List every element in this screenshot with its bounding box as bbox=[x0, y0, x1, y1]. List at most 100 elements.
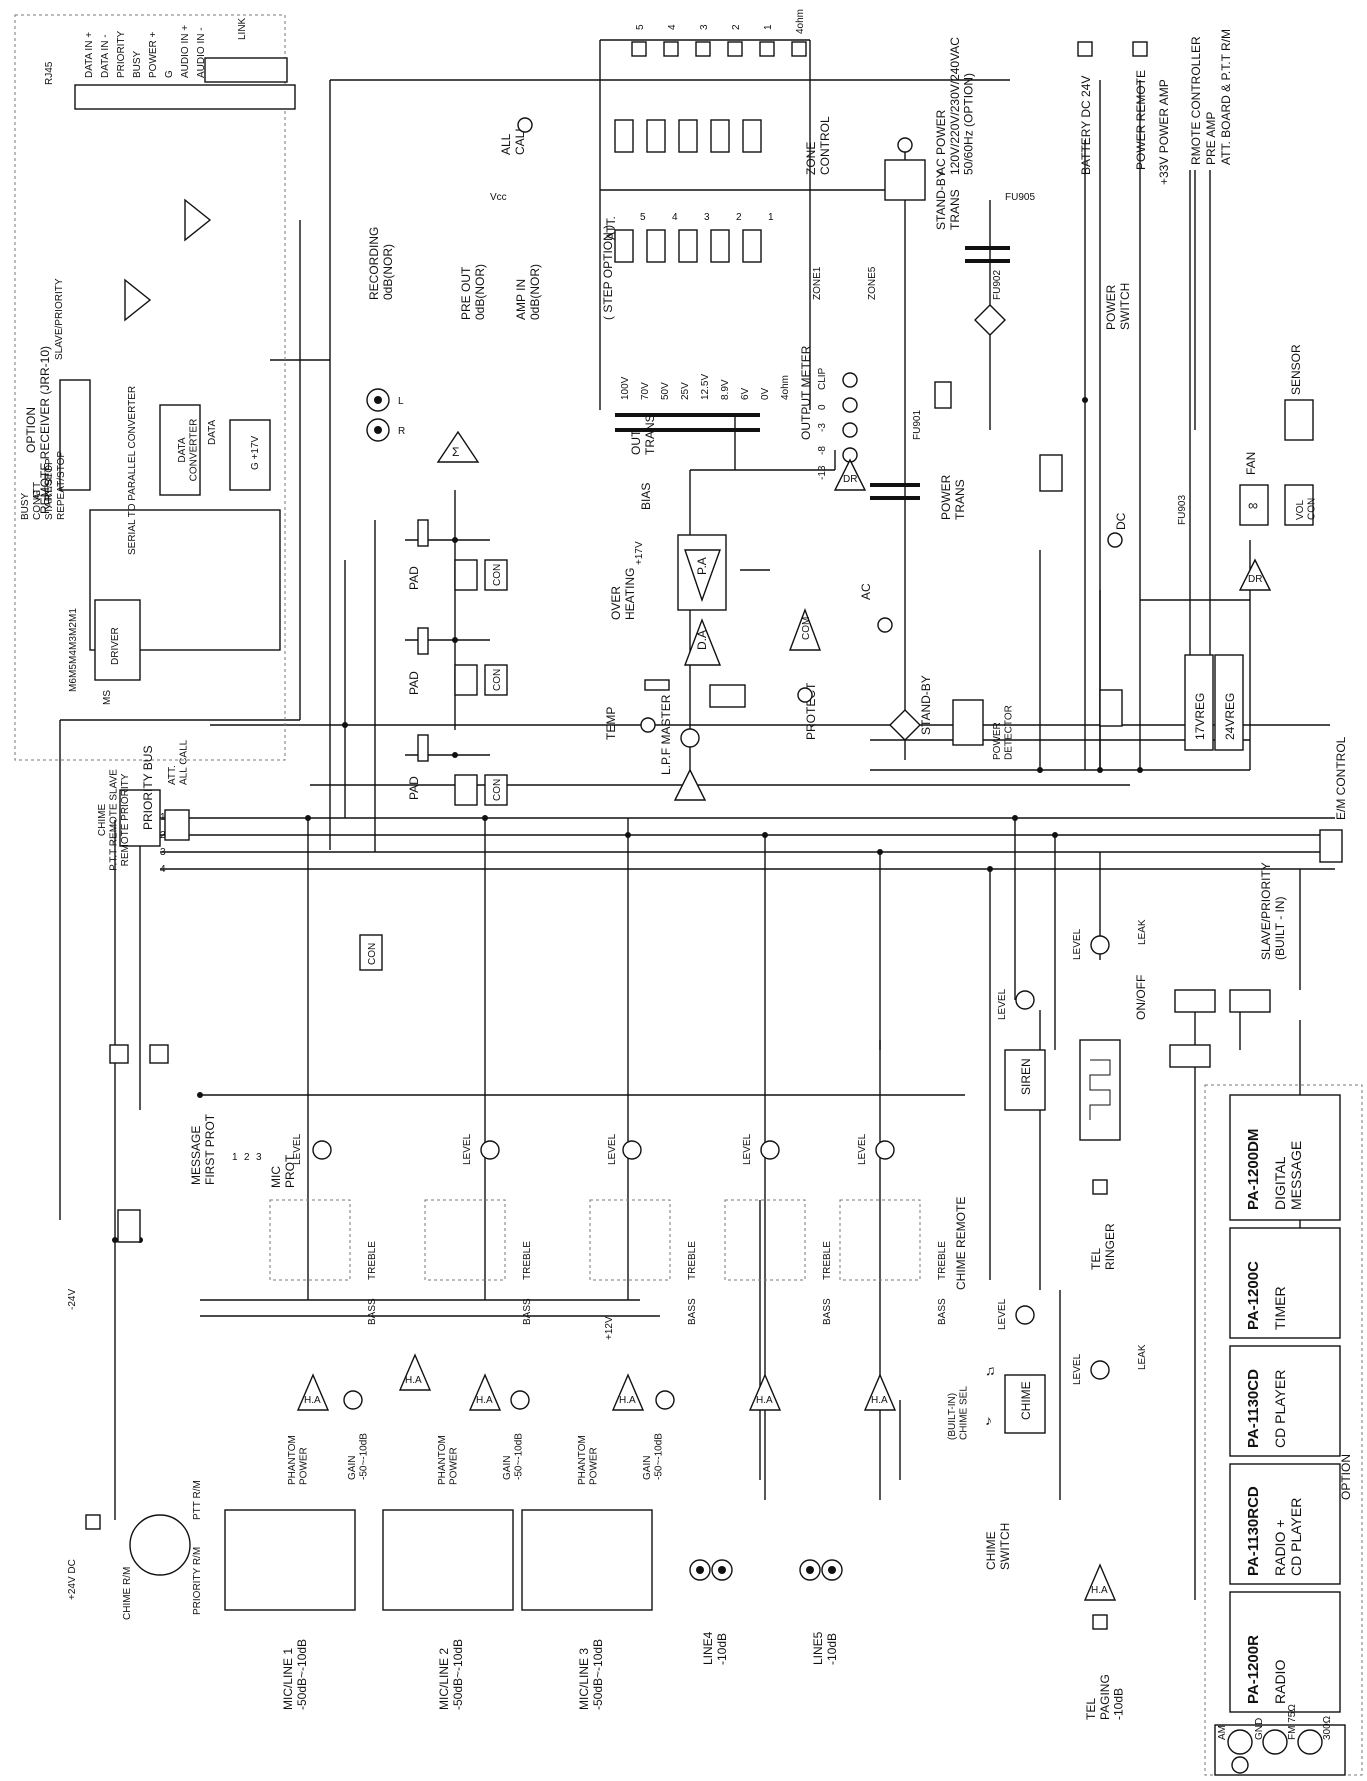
chime-rm-label: CHIME R/M bbox=[122, 1567, 133, 1620]
rj45-label: RJ45 bbox=[44, 61, 55, 85]
mic-prot-block: MICPROT 1 2 3 MESSAGEFIRST PROT bbox=[109, 1044, 297, 1243]
over-heating-label: OVERHEATING bbox=[609, 568, 637, 620]
ringer-icon bbox=[1089, 1059, 1111, 1120]
ha-label: H.A bbox=[405, 1375, 422, 1386]
meter-level: 0 bbox=[817, 404, 828, 410]
output-meter-label: OUTPUT METER bbox=[799, 345, 813, 440]
chime-sel-label: (BUILT-IN)CHIME SEL bbox=[947, 1386, 970, 1440]
pin-label: AUDIO IN + bbox=[180, 25, 191, 78]
power-amp-chain: DR +17V BIAS P.A D.A COM OVERHEATING TEM… bbox=[604, 458, 867, 801]
antenna-gnd: GND bbox=[1254, 1718, 1265, 1740]
data-converter-label: DATACONVERTER bbox=[177, 419, 200, 482]
level-label: LEVEL bbox=[1072, 928, 1083, 960]
reg17-label: 17VREG bbox=[1193, 693, 1207, 740]
leak-label: LEAK bbox=[1137, 919, 1148, 945]
vol-con-label: VOLCON bbox=[1295, 498, 1318, 520]
ha-label: H.A bbox=[619, 1395, 636, 1406]
pin-label: PRIORITY bbox=[116, 30, 127, 78]
ac-power-label: AC POWER120V/220V/230V/240VAC50/60Hz (OP… bbox=[934, 37, 976, 175]
data-label: DATA bbox=[207, 419, 218, 445]
module-name: RADIO bbox=[1272, 1660, 1288, 1704]
treble-label: TREBLE bbox=[937, 1241, 948, 1280]
supply-label: G +17V bbox=[250, 435, 261, 470]
pin-label: DATA IN + bbox=[84, 32, 95, 78]
pad-label: PAD bbox=[407, 566, 421, 590]
att-step: 4 bbox=[672, 212, 678, 223]
mic-prot-pos: 1 bbox=[232, 1152, 238, 1163]
status-line: M6 bbox=[68, 678, 79, 692]
att-step: 1 bbox=[768, 212, 774, 223]
input-labels: MIC/LINE 1-50dB~-10dB MIC/LINE 2-50dB~-1… bbox=[281, 1631, 839, 1710]
level-label: LEVEL bbox=[997, 988, 1008, 1020]
mic-prot-label: MICPROT bbox=[269, 1154, 297, 1188]
module-model: PA-1200DM bbox=[1245, 1129, 1262, 1210]
led-icon bbox=[517, 117, 533, 133]
v24dc-label: +24V DC bbox=[67, 1559, 78, 1600]
bias-label: BIAS bbox=[639, 483, 653, 510]
power-trans-label: POWERTRANS bbox=[939, 474, 967, 520]
treble-label: TREBLE bbox=[687, 1241, 698, 1280]
mic-input-label: MIC/LINE 1-50dB~-10dB bbox=[281, 1639, 309, 1710]
status-line: M3 bbox=[68, 636, 79, 650]
step-option-label: ( STEP OPTION ) bbox=[601, 225, 615, 320]
standby-trans-label: STAND-BYTRANS bbox=[934, 170, 962, 230]
treble-label: TREBLE bbox=[367, 1241, 378, 1280]
con-label: CON bbox=[492, 669, 503, 691]
bus-number: 3 bbox=[160, 847, 166, 858]
ac-label: AC bbox=[859, 583, 873, 600]
v17-label: +17V bbox=[634, 541, 645, 565]
level-label: LEVEL bbox=[857, 1133, 868, 1165]
level-label: LEVEL bbox=[462, 1133, 473, 1165]
module-name: DIGITALMESSAGE bbox=[1272, 1141, 1304, 1210]
amp-in-label: AMP IN0dB(NOR) bbox=[514, 264, 542, 320]
antenna-fm: FM 75Ω bbox=[1287, 1704, 1298, 1740]
status-line: M2 bbox=[68, 622, 79, 636]
tel-paging-label: TELPAGING-10dB bbox=[1084, 1674, 1126, 1720]
rec-l-label: L bbox=[398, 396, 404, 407]
pin-label: BUSY bbox=[132, 50, 143, 78]
bass-label: BASS bbox=[367, 1298, 378, 1325]
module-name: CD PLAYER bbox=[1272, 1370, 1288, 1448]
tap-label: 4ohm bbox=[780, 375, 791, 400]
rec-r-label: R bbox=[398, 426, 405, 437]
chime-block: CHIME (BUILT-IN)CHIME SEL CHIMESWITCH CH… bbox=[947, 1197, 1046, 1570]
status-line: START/STOP bbox=[44, 458, 55, 520]
level-label: LEVEL bbox=[292, 1133, 303, 1165]
zone-terminal: 3 bbox=[699, 24, 710, 30]
remote-receiver-option: OPTIONREMOTE RECEIVER (JRR-10) RJ45 LINK… bbox=[14, 14, 296, 761]
level-label: LEVEL bbox=[1072, 1353, 1083, 1385]
tap-label: 8.9V bbox=[720, 379, 731, 400]
gain-label: GAIN-50~-10dB bbox=[642, 1433, 665, 1480]
recording-label: RECORDING0dB(NOR) bbox=[367, 227, 395, 300]
chime-label: CHIME bbox=[1019, 1381, 1033, 1420]
pin-label: POWER + bbox=[148, 31, 159, 78]
buffer-amp-icon bbox=[124, 278, 152, 322]
power-switch-label: POWERSWITCH bbox=[1104, 283, 1132, 330]
rj45-pin-labels: DATA IN + DATA IN - PRIORITY BUSY POWER … bbox=[84, 25, 207, 78]
ha-label: H.A bbox=[756, 1395, 773, 1406]
bass-label: BASS bbox=[522, 1298, 533, 1325]
chime-remote-label: CHIMEP.T.T REMOTE SLAVEREMOTE PRIORITY bbox=[97, 769, 131, 871]
mic-prot-pos: 3 bbox=[256, 1152, 262, 1163]
module-model: PA-1130CD bbox=[1245, 1369, 1262, 1448]
phantom-label: PHANTOMPOWER bbox=[437, 1435, 460, 1485]
treble-label: TREBLE bbox=[522, 1241, 533, 1280]
tap-label: 12.5V bbox=[700, 374, 711, 400]
ha-label: H.A bbox=[871, 1395, 888, 1406]
att-step: 2 bbox=[736, 212, 742, 223]
meter-level: -3 bbox=[817, 423, 828, 432]
treble-label: TREBLE bbox=[822, 1241, 833, 1280]
ha-label: H.A bbox=[476, 1395, 493, 1406]
module-name: TIMER bbox=[1272, 1286, 1288, 1330]
tap-label: 25V bbox=[680, 382, 691, 400]
temp-label: TEMP bbox=[604, 707, 618, 740]
da-label: D.A bbox=[695, 630, 709, 650]
phantom-label: PHANTOMPOWER bbox=[287, 1435, 310, 1485]
zone-control-label: ZONECONTROL bbox=[804, 116, 832, 175]
channel-labels: LEVEL LEVEL LEVEL LEVEL LEVEL BASS TREBL… bbox=[67, 1133, 1117, 1601]
bus-number: 1 bbox=[160, 812, 166, 823]
status-line: BUSY bbox=[20, 492, 31, 520]
module-model: PA-1130RCD bbox=[1245, 1486, 1262, 1576]
ha-label: H.A bbox=[304, 1395, 321, 1406]
module-box bbox=[1229, 1227, 1341, 1339]
